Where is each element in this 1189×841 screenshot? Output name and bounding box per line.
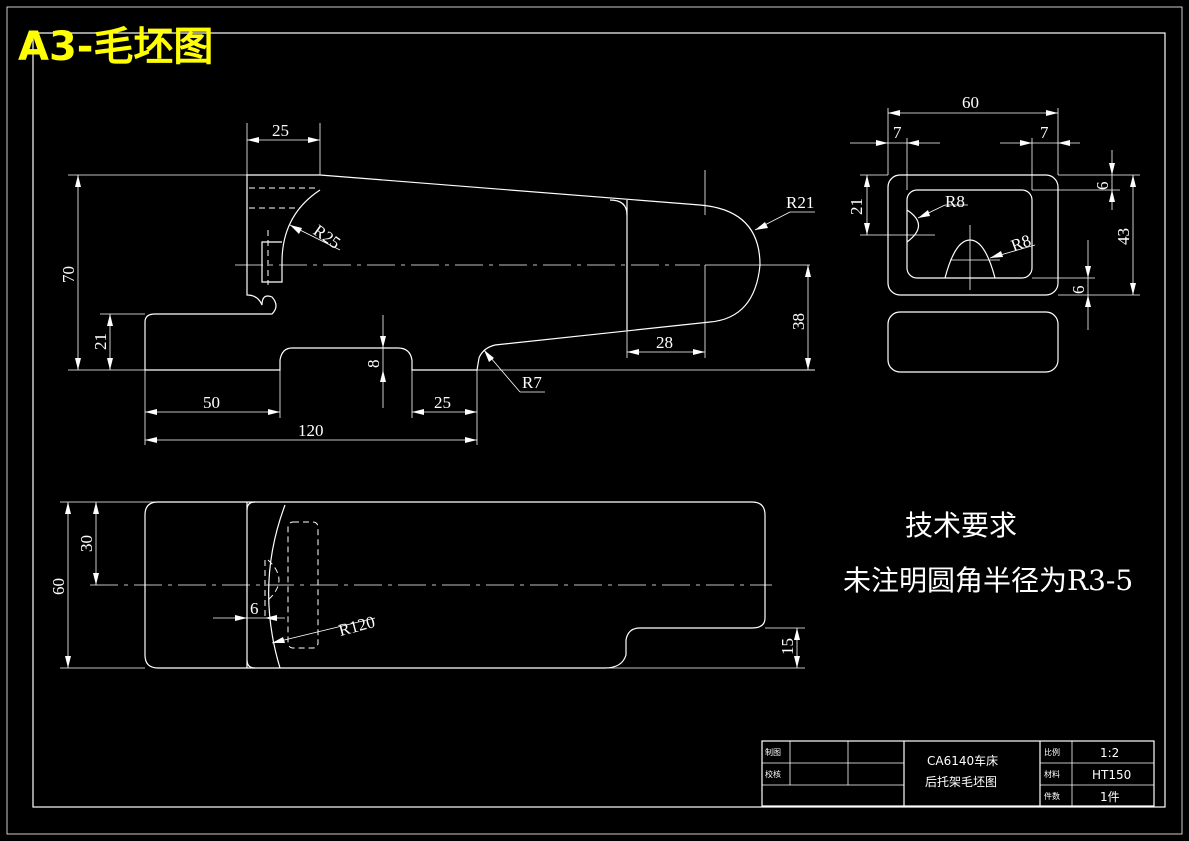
dim-r8-left: R8	[945, 192, 965, 211]
dim-120: 120	[298, 421, 324, 440]
outer-frame	[6, 6, 1183, 835]
dim-43: 43	[1114, 228, 1133, 245]
tech-req-heading: 技术要求	[905, 509, 1017, 542]
tb-quantity-value: 1件	[1100, 790, 1120, 804]
top-view: 60 30 6 R120 15	[49, 501, 805, 669]
dim-6-top: 6	[1093, 182, 1112, 191]
dim-70: 70	[59, 266, 78, 283]
dim-r7: R7	[522, 373, 542, 392]
sheet-title: A3-毛坯图	[18, 24, 213, 70]
tb-part-name-2: 后托架毛坯图	[925, 775, 997, 789]
dim-21-front: 21	[91, 333, 110, 350]
dim-60-top: 60	[49, 578, 68, 595]
dim-15: 15	[778, 638, 797, 655]
dim-r21: R21	[786, 193, 814, 212]
tb-part-name-1: CA6140车床	[927, 753, 998, 768]
inner-frame	[32, 32, 1166, 808]
tb-checked-label: 校核	[765, 769, 781, 779]
title-block: 制图 校核 CA6140车床 后托架毛坯图 比例 1:2 材料 HT150 件数…	[761, 740, 1155, 807]
tb-scale-label: 比例	[1044, 747, 1060, 757]
dim-21-side: 21	[847, 198, 866, 215]
dim-25-top: 25	[272, 121, 289, 140]
front-view: 25 R25 R21 70 21 8 28 38	[59, 121, 815, 445]
tb-quantity-label: 件数	[1044, 791, 1060, 801]
tb-material-value: HT150	[1092, 768, 1131, 782]
dim-7-right: 7	[1040, 123, 1049, 142]
dim-25-bottom: 25	[434, 393, 451, 412]
tb-drawn-label: 制图	[765, 747, 781, 757]
tech-req-note: 未注明圆角半径为R3-5	[843, 564, 1133, 597]
dim-8: 8	[364, 360, 383, 369]
tb-material-label: 材料	[1044, 769, 1060, 779]
dim-60-side: 60	[962, 93, 979, 112]
dim-7-left: 7	[893, 123, 902, 142]
dim-30: 30	[77, 535, 96, 552]
side-view: 60 7 7 21 R8 R8 6 43	[847, 93, 1140, 373]
dim-r120: R120	[337, 612, 378, 640]
dim-6-bottom: 6	[1069, 286, 1088, 295]
dim-28: 28	[656, 333, 673, 352]
dim-50: 50	[203, 393, 220, 412]
dim-r25: R25	[310, 221, 344, 253]
tb-scale-value: 1:2	[1100, 746, 1119, 760]
dim-38: 38	[789, 313, 808, 330]
dim-6-top-view: 6	[250, 599, 259, 618]
